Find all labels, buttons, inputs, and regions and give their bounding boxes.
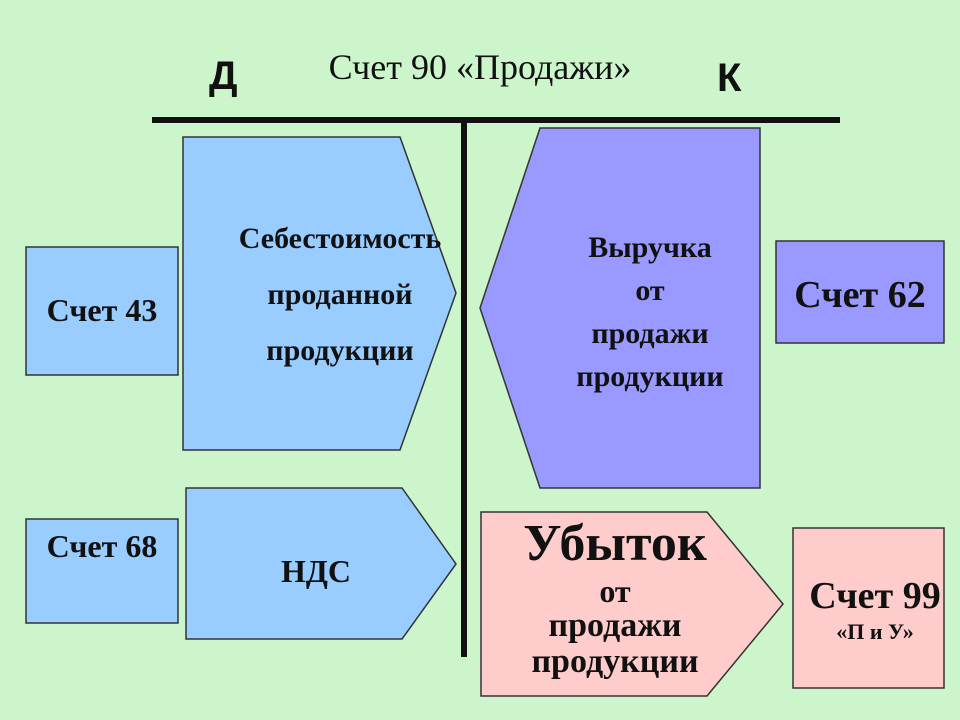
- account-62-label: Счет 62: [794, 274, 926, 316]
- account-43-box: [25, 246, 179, 376]
- vat-label: НДС: [280, 553, 351, 589]
- loss-arrow-shape: [480, 511, 784, 697]
- credit-label: К: [717, 56, 742, 100]
- revenue-label-line1: Выручка: [588, 231, 712, 264]
- account-43-label: Счет 43: [46, 292, 158, 328]
- account-99-label: Счет 99 «П и У»: [793, 574, 957, 646]
- account-68-box: [25, 518, 179, 624]
- account-62-box: [775, 240, 945, 344]
- loss-label-line3: продажи: [548, 607, 682, 644]
- account-99-box: [792, 527, 945, 689]
- cost-label-line1: Себестоимость: [238, 222, 442, 255]
- account-99-title: Счет 99: [809, 575, 941, 617]
- loss-label: Убыток от продажи продукции: [485, 514, 745, 680]
- diagram-title: Счет 90 «Продажи»: [328, 47, 632, 87]
- revenue-label-line4: продукции: [576, 360, 724, 393]
- revenue-arrow-shape: [479, 127, 761, 489]
- account-68-label: Счет 68: [46, 528, 158, 564]
- cost-arrow-shape: [182, 136, 457, 451]
- loss-label-line2: от: [599, 573, 631, 609]
- revenue-label-line2: от: [635, 274, 665, 307]
- loss-label-line4: продукции: [531, 643, 699, 680]
- cost-label-line3: продукции: [266, 334, 414, 367]
- cost-label-line2: проданной: [267, 278, 413, 311]
- account-99-subtitle: «П и У»: [836, 619, 914, 644]
- cost-label: Себестоимость проданной продукции: [220, 222, 460, 368]
- revenue-label: Выручка от продажи продукции: [545, 226, 755, 398]
- loss-label-line1: Убыток: [523, 515, 707, 572]
- revenue-label-line3: продажи: [591, 317, 709, 350]
- debit-label: Д: [209, 54, 238, 98]
- vat-arrow-shape: [185, 487, 457, 640]
